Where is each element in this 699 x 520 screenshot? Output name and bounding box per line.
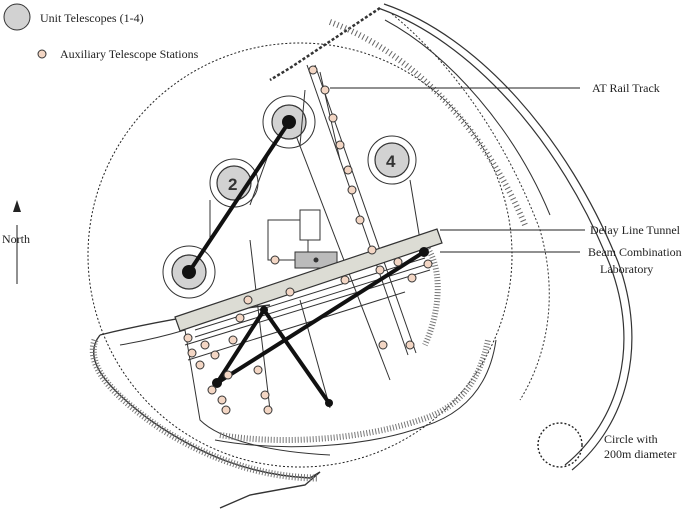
aux-station bbox=[217, 395, 227, 405]
aux-station bbox=[393, 257, 403, 267]
legend-unit-telescopes: Unit Telescopes (1-4) bbox=[40, 11, 144, 25]
aux-station bbox=[200, 340, 210, 350]
auxiliary-stations bbox=[183, 65, 433, 415]
lab-marker bbox=[313, 257, 319, 263]
inner-contour-line bbox=[384, 19, 551, 216]
baseline-nodes bbox=[182, 115, 429, 407]
aux-station bbox=[375, 265, 385, 275]
aux-station bbox=[270, 255, 280, 265]
aux-station bbox=[405, 340, 415, 350]
aux-station bbox=[355, 215, 365, 225]
aux-station bbox=[195, 360, 205, 370]
label-200m-diameter: 200m diameter bbox=[604, 447, 676, 461]
north-label: North bbox=[2, 232, 30, 246]
outer-contour-line bbox=[377, 7, 625, 466]
summit-plateau-edge bbox=[269, 6, 381, 82]
aux-station bbox=[223, 370, 233, 380]
aux-station bbox=[320, 85, 330, 95]
baseline-center-south bbox=[262, 308, 331, 405]
ut2-label: 2 bbox=[228, 175, 237, 194]
unit-telescope-legend-icon bbox=[3, 3, 31, 31]
aux-station bbox=[253, 365, 263, 375]
baseline-center-east bbox=[215, 308, 266, 385]
aux-station bbox=[285, 287, 295, 297]
aux-station bbox=[335, 140, 345, 150]
scale-legend: Circle with 200m diameter bbox=[537, 422, 676, 468]
north-arrow: North bbox=[2, 200, 30, 284]
aux-station bbox=[263, 405, 273, 415]
aux-station bbox=[228, 335, 238, 345]
baseline-ut1-ut3 bbox=[187, 120, 291, 274]
unit-telescope-4: 4 bbox=[367, 135, 417, 185]
delay-line-tunnel bbox=[174, 228, 443, 332]
terrace-hatch bbox=[89, 338, 319, 482]
building-annex bbox=[299, 209, 321, 241]
central-buildings bbox=[267, 209, 338, 269]
legend: Unit Telescopes (1-4) Auxiliary Telescop… bbox=[3, 3, 199, 61]
aux-station bbox=[221, 405, 231, 415]
mountain-contours bbox=[269, 3, 633, 471]
label-delay-line-tunnel: Delay Line Tunnel bbox=[590, 223, 681, 237]
outer-contour-line-2 bbox=[383, 3, 633, 471]
aux-station bbox=[347, 185, 357, 195]
aux-station bbox=[243, 295, 253, 305]
aux-station bbox=[260, 390, 270, 400]
aux-station bbox=[343, 165, 353, 175]
auxiliary-station-legend-icon bbox=[37, 49, 47, 59]
aux-station bbox=[378, 340, 388, 350]
east-ridge bbox=[417, 237, 441, 347]
unit-telescope-2: 2 bbox=[209, 158, 259, 208]
aux-station bbox=[407, 273, 417, 283]
aux-station bbox=[235, 313, 245, 323]
legend-auxiliary-stations: Auxiliary Telescope Stations bbox=[60, 47, 199, 61]
baselines bbox=[187, 120, 426, 405]
scale-circle-icon bbox=[537, 422, 583, 468]
label-at-rail-track: AT Rail Track bbox=[592, 81, 660, 95]
label-circle-with: Circle with bbox=[604, 432, 658, 446]
aux-station bbox=[207, 385, 217, 395]
aux-station bbox=[423, 259, 433, 269]
north-ridge-hatching bbox=[328, 19, 528, 227]
south-ridge-edge bbox=[214, 339, 497, 448]
label-beam-combination: Beam Combination bbox=[588, 245, 682, 259]
aux-station bbox=[340, 275, 350, 285]
aux-station bbox=[210, 350, 220, 360]
site-boundary-circle bbox=[87, 42, 513, 468]
aux-station bbox=[183, 333, 193, 343]
ut4-label: 4 bbox=[386, 152, 396, 171]
south-ridge bbox=[219, 339, 491, 443]
access-road bbox=[209, 89, 421, 241]
aux-station bbox=[308, 65, 318, 75]
terrace-inner bbox=[119, 329, 331, 456]
summit-plateau-edge-east bbox=[391, 13, 550, 401]
aux-station bbox=[328, 113, 338, 123]
label-laboratory: Laboratory bbox=[600, 262, 653, 276]
baseline-south-east bbox=[215, 250, 426, 385]
aux-station bbox=[367, 245, 377, 255]
aux-station bbox=[187, 348, 197, 358]
callouts: AT Rail Track Delay Line Tunnel Beam Com… bbox=[330, 81, 682, 276]
